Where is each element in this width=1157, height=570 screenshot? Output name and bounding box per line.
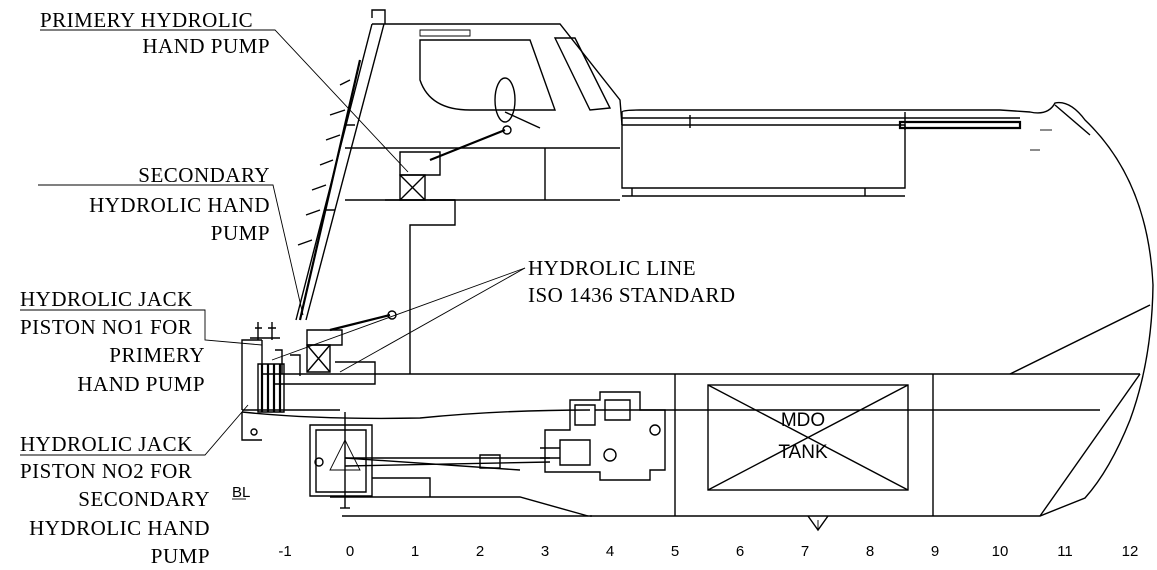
label-jack1-3: PRIMERY bbox=[109, 343, 205, 367]
label-secondary-pump-2: HYDROLIC HAND bbox=[89, 193, 270, 217]
label-jack2-2: PISTON NO2 FOR bbox=[20, 459, 192, 483]
frame-tick-5: 5 bbox=[671, 543, 679, 560]
superstructure bbox=[295, 9, 1022, 374]
frame-tick-9: 9 bbox=[931, 543, 939, 560]
label-jack2-4: HYDROLIC HAND bbox=[29, 516, 210, 540]
frame-tick-12: 12 bbox=[1122, 543, 1139, 560]
keel-notch bbox=[807, 515, 829, 532]
secondary-hand-pump bbox=[306, 310, 397, 373]
hydraulic-line-routing bbox=[275, 349, 376, 385]
frame-tick-6: 6 bbox=[736, 543, 744, 560]
mdo-tank bbox=[707, 384, 909, 491]
hook-ladder bbox=[297, 59, 362, 321]
label-jack2-3: SECONDARY bbox=[78, 487, 210, 511]
label-jack2-1: HYDROLIC JACK bbox=[20, 432, 193, 456]
label-secondary-pump-3: PUMP bbox=[211, 221, 270, 245]
label-hydraulic-line-2: ISO 1436 STANDARD bbox=[528, 283, 736, 307]
label-jack1-4: HAND PUMP bbox=[77, 372, 205, 396]
rudder-assembly bbox=[309, 412, 431, 509]
label-secondary-pump-1: SECONDARY bbox=[138, 163, 270, 187]
label-jack1-1: HYDROLIC JACK bbox=[20, 287, 193, 311]
label-hydraulic-line-1: HYDROLIC LINE bbox=[528, 256, 696, 280]
label-jack2-5: PUMP bbox=[151, 544, 210, 568]
frame-tick-3: 3 bbox=[541, 543, 549, 560]
frame-tick-4: 4 bbox=[606, 543, 614, 560]
hull-outline bbox=[241, 101, 1154, 517]
frame-tick-11: 11 bbox=[1057, 543, 1073, 560]
frame-tick-10: 10 bbox=[992, 543, 1009, 560]
label-primary-pump-2: HAND PUMP bbox=[142, 34, 270, 58]
frame-tick-7: 7 bbox=[801, 543, 809, 560]
label-primary-pump-1: PRIMERY HYDROLIC bbox=[40, 8, 253, 32]
frame-tick-2: 2 bbox=[476, 543, 484, 560]
hydraulic-jacks bbox=[241, 322, 285, 441]
frame-tick-1: 1 bbox=[411, 543, 419, 560]
propeller-shaft bbox=[344, 454, 551, 471]
frame-tick--1: -1 bbox=[278, 543, 291, 560]
primary-hand-pump bbox=[399, 125, 512, 201]
baseline-label: BL bbox=[232, 484, 250, 501]
tank-label-line-2: TANK bbox=[778, 442, 828, 463]
tank-label-line-1: MDO bbox=[781, 410, 825, 431]
engine bbox=[540, 391, 666, 481]
frame-tick-8: 8 bbox=[866, 543, 874, 560]
callout-labels: PRIMERY HYDROLIC HAND PUMP SECONDARY HYD… bbox=[20, 8, 736, 568]
frame-tick-0: 0 bbox=[346, 543, 354, 560]
leader-lines bbox=[20, 29, 526, 456]
label-jack1-2: PISTON NO1 FOR bbox=[20, 315, 192, 339]
